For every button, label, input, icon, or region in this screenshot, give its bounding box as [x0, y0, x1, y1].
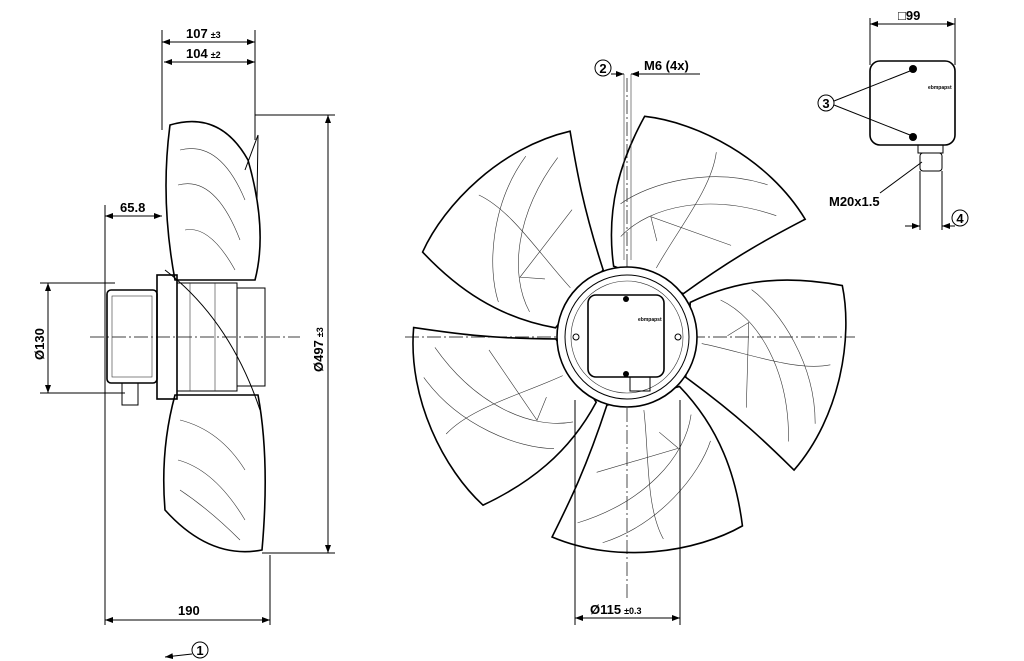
blade-outline — [412, 326, 598, 507]
blade-contour — [620, 152, 777, 269]
side-blade-lower — [162, 394, 266, 553]
blade-contour — [577, 410, 711, 544]
blade-contour — [478, 156, 573, 313]
fan-blade — [421, 130, 605, 329]
blade-outline — [684, 279, 847, 472]
fan-blade — [412, 326, 598, 507]
cable-gland — [121, 382, 139, 406]
motor-terminal-box — [106, 289, 158, 384]
callout-4: 4 — [956, 211, 964, 226]
box-logo: ebmpapst — [928, 85, 952, 91]
front-view: ebmpapst 2 M6 (4x) Ø115±0.3 — [405, 58, 855, 625]
dim-65-8: 65.8 — [120, 200, 145, 215]
fan-blade — [610, 115, 807, 295]
terminal-box-detail: □99 ebmpapst 3 M20x1.5 4 — [817, 8, 969, 230]
thread-label: M6 (4x) — [644, 58, 689, 73]
side-blade-upper — [165, 120, 261, 281]
dim-115: Ø115±0.3 — [590, 602, 642, 617]
side-view: 107±3 104±2 65.8 Ø130 Ø497±3 190 1 — [32, 26, 335, 660]
callout-1: 1 — [196, 643, 203, 658]
hub-logo: ebmpapst — [638, 317, 662, 323]
blade-outline — [550, 385, 744, 554]
callout-2: 2 — [599, 61, 606, 76]
fan-blades — [412, 115, 847, 554]
blade-contour — [701, 289, 831, 442]
dim-99: □99 — [898, 8, 920, 23]
fan-blade — [550, 385, 744, 554]
cable-gland — [919, 152, 943, 172]
callout-3: 3 — [822, 96, 829, 111]
terminal-box — [869, 60, 956, 146]
dim-190: 190 — [178, 603, 200, 618]
dim-107: 107±3 — [186, 26, 221, 41]
dim-130: Ø130 — [32, 328, 47, 360]
blade-contour — [423, 347, 574, 449]
fan-blade — [684, 279, 847, 472]
callout-1-circle — [191, 641, 209, 659]
callout-2-circle — [594, 59, 612, 77]
blade-outline — [421, 130, 605, 329]
blade-outline — [610, 115, 807, 295]
airflow-arrow — [164, 653, 193, 660]
callout-4-circle — [951, 209, 969, 227]
hub-outer — [556, 266, 698, 408]
gland-label: M20x1.5 — [829, 194, 880, 209]
dim-497: Ø497±3 — [311, 327, 326, 372]
dim-104: 104±2 — [186, 46, 221, 61]
callout-3-circle — [817, 94, 835, 112]
